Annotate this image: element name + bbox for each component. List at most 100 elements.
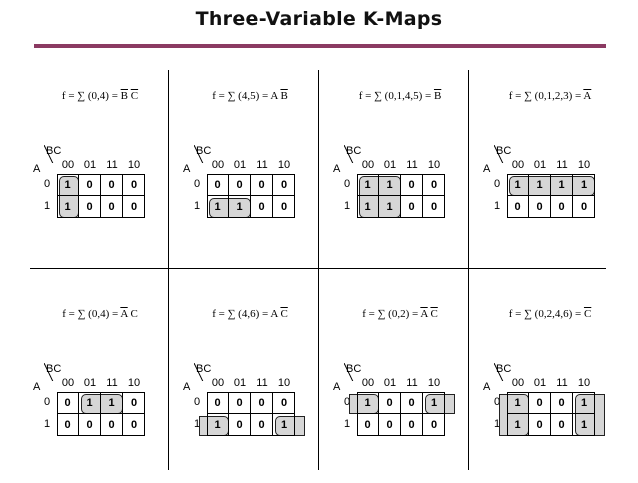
- kmap-cell: 1: [207, 196, 229, 218]
- kmap-formula: f = ∑ (0,2,4,6) = C: [508, 308, 592, 320]
- kmap-cell: 0: [101, 196, 123, 218]
- kmap-cell: 1: [573, 392, 595, 414]
- kmap-row-header: 1: [343, 418, 351, 430]
- kmap-column-header: 11: [556, 159, 568, 171]
- kmap-a-label: A: [333, 163, 341, 175]
- kmap-a-label: A: [183, 381, 191, 393]
- kmap-cell: 0: [57, 392, 79, 414]
- kmap-column-header: 01: [383, 159, 397, 171]
- kmap-cell: 0: [251, 196, 273, 218]
- kmap-cell: 1: [379, 174, 401, 196]
- kmap-row-header: 0: [493, 396, 501, 408]
- kmap-cell: 0: [529, 414, 551, 436]
- kmap-cell: 0: [401, 392, 423, 414]
- kmap-cell: 0: [430, 201, 438, 213]
- kmap-cell: 0: [379, 392, 401, 414]
- kmap-cell: 0: [507, 196, 529, 218]
- kmap-column-header: 00: [61, 159, 75, 171]
- kmap-column-header: 11: [406, 377, 418, 389]
- kmap-column-header: 00: [211, 159, 225, 171]
- kmap-cell: 1: [507, 414, 529, 436]
- kmap-cell: 0: [101, 414, 123, 436]
- kmap-a-label: A: [183, 163, 191, 175]
- kmap-column-header: 00: [511, 377, 525, 389]
- kmap-cell: 0: [251, 414, 273, 436]
- kmap-column-header: 11: [106, 377, 118, 389]
- kmap-bc-label: BC: [46, 145, 62, 157]
- kmap-bc-label: BC: [496, 145, 512, 157]
- kmap-row-header: 0: [43, 178, 51, 190]
- divider-vertical-3: [468, 70, 469, 470]
- kmap-cell: 1: [207, 414, 229, 436]
- kmap-cell: 0: [130, 419, 138, 431]
- kmap-column-header: 11: [256, 377, 268, 389]
- kmap-cell: 0: [280, 201, 288, 213]
- kmap-formula: f = ∑ (0,1,4,5) = B: [358, 90, 442, 102]
- kmap-column-header: 11: [256, 159, 268, 171]
- kmap-column-header: 00: [361, 159, 375, 171]
- kmap-cell: 0: [57, 414, 79, 436]
- kmap-bc-label: BC: [496, 363, 512, 375]
- kmap-column-header: 00: [211, 377, 225, 389]
- kmap-cell: 0: [273, 392, 295, 414]
- kmap-formula: f = ∑ (0,1,2,3) = A: [508, 90, 592, 102]
- divider-vertical-1: [168, 70, 169, 470]
- kmap-column-header: 01: [533, 159, 547, 171]
- kmap-cell: 1: [101, 392, 123, 414]
- kmap-cell: 1: [580, 419, 588, 431]
- kmap-row-header: 1: [493, 200, 501, 212]
- kmap-column-header: 11: [406, 159, 418, 171]
- kmap-cell: 0: [430, 419, 438, 431]
- kmap-row-header: 0: [43, 396, 51, 408]
- kmap-column-header: 10: [277, 159, 291, 171]
- divider-horizontal: [30, 268, 606, 269]
- kmap-cell: 0: [401, 174, 423, 196]
- kmap-bc-label: BC: [46, 363, 62, 375]
- kmap-column-header: 10: [127, 377, 141, 389]
- kmap-cell: 1: [357, 196, 379, 218]
- kmap-bc-label: BC: [196, 363, 212, 375]
- kmap-column-header: 01: [533, 377, 547, 389]
- kmap-cell: 0: [251, 174, 273, 196]
- kmap-cell: 0: [529, 196, 551, 218]
- kmap-cell: 1: [423, 392, 445, 414]
- kmap-a-label: A: [483, 163, 491, 175]
- kmap-cell: 0: [251, 392, 273, 414]
- kmap-column-header: 10: [127, 159, 141, 171]
- kmap-row-header: 0: [343, 178, 351, 190]
- kmap-cell: 0: [273, 174, 295, 196]
- kmap-cell: 0: [123, 174, 145, 196]
- kmap-a-label: A: [33, 163, 41, 175]
- title-underline: [34, 44, 606, 48]
- kmap-corner-diagonal: [194, 145, 204, 163]
- kmap-column-header: 10: [577, 377, 591, 389]
- kmap-corner-diagonal: [494, 363, 504, 381]
- kmap-cell: 1: [551, 174, 573, 196]
- kmap-row-header: 1: [193, 200, 201, 212]
- kmap-column-header: 00: [511, 159, 525, 171]
- kmap-cell: 1: [379, 196, 401, 218]
- kmap-a-label: A: [483, 381, 491, 393]
- kmap-cell: 0: [401, 196, 423, 218]
- kmap-cell: 1: [507, 174, 529, 196]
- page-title: Three-Variable K-Maps: [195, 8, 443, 30]
- kmap-column-header: 11: [106, 159, 118, 171]
- kmap-row-header: 1: [343, 200, 351, 212]
- kmap-cell: 0: [207, 392, 229, 414]
- kmap-cell: 0: [79, 174, 101, 196]
- kmap-cell: 0: [551, 196, 573, 218]
- kmap-column-header: 10: [577, 159, 591, 171]
- kmap-column-header: 00: [61, 377, 75, 389]
- kmap-cell: 0: [580, 201, 588, 213]
- divider-vertical-2: [318, 70, 319, 470]
